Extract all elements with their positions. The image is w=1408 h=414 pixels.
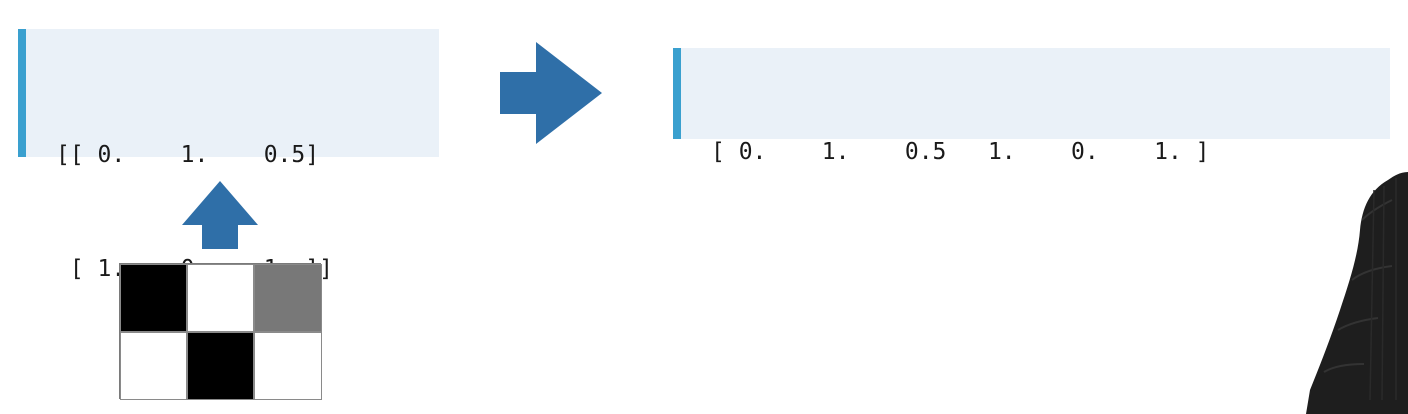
pixel-r2-c3 bbox=[254, 332, 322, 400]
vector-code-box: [ 0. 1. 0.5 1. 0. 1. ] bbox=[673, 48, 1390, 165]
flattened-vector: [ 0. 1. 0.5 1. 0. 1. ] bbox=[711, 139, 1210, 165]
arrow-up-icon bbox=[182, 181, 258, 249]
pixel-r2-c1 bbox=[120, 332, 187, 400]
presenter-image bbox=[1306, 172, 1408, 414]
pixel-r1-c2 bbox=[187, 264, 254, 332]
pixel-r2-c2 bbox=[187, 332, 254, 400]
matrix-row-1: [[ 0. 1. 0.5] bbox=[56, 142, 320, 168]
arrow-right-icon bbox=[500, 42, 602, 144]
pixel-r1-c1 bbox=[120, 264, 187, 332]
grayscale-pixel-grid bbox=[119, 263, 322, 400]
matrix-code-box: [[ 0. 1. 0.5] [ 1. 0. 1. ]] bbox=[18, 29, 439, 282]
pixel-r1-c3 bbox=[254, 264, 322, 332]
